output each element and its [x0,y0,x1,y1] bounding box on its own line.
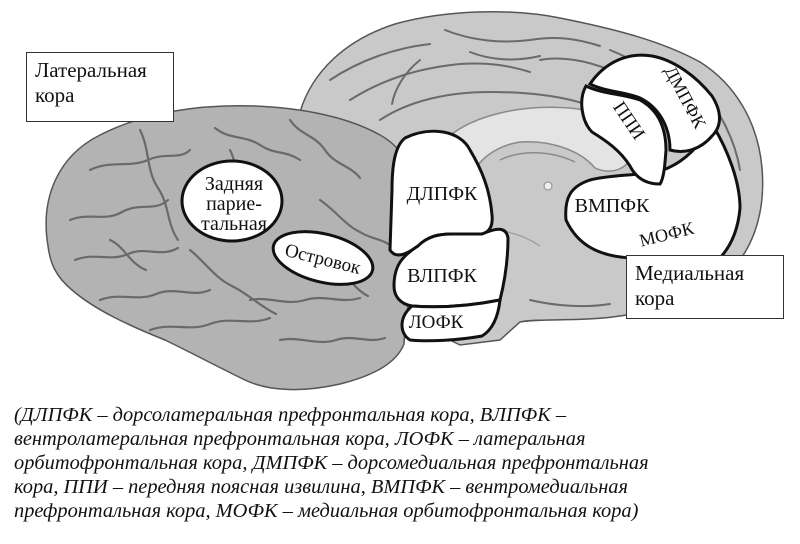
vlpfc-label: ВЛПФК [407,265,477,287]
anterior-commissure [543,181,553,191]
lofc-region [400,298,502,343]
dlpfc-label: ДЛПФК [407,183,478,205]
vmpfc-label: ВМПФК [575,195,650,217]
figure-caption: (ДЛПФК – дорсолатеральная префронтальная… [14,403,794,523]
medial-cortex-label: Медиальная кора [626,255,784,319]
lateral-cortex-line-2: кора [35,83,75,107]
caption-line-4: кора, ППИ – передняя поясная извилина, В… [14,476,628,498]
dmpfc-region [587,53,721,153]
caption-line-5: префронтальная кора, МОФК – медиальная о… [14,500,639,522]
posterior-parietal-label-2: парие- [206,193,262,215]
insula-region [271,230,375,286]
fornix-line [499,152,576,163]
acc-region [580,84,668,186]
caption-line-2: вентролатеральная префронтальная кора, Л… [14,428,586,450]
lofc-label: ЛОФК [409,312,464,333]
medial-cortex-line-1: Медиальная [635,261,745,285]
lateral-cortex-label: Латеральная кора [26,52,174,122]
posterior-parietal-label-1: Задняя [205,173,263,195]
brain-diagram: Задняя парие- тальная Островок ДЛПФК ВЛП… [45,11,764,391]
posterior-parietal-region [180,159,284,243]
medial-cortex-line-2: кора [635,286,675,310]
caption-line-3: орбитофронтальная кора, ДМПФК – дорсомед… [14,452,649,474]
posterior-parietal-label-3: тальная [201,213,267,235]
lateral-cortex-line-1: Латеральная [35,58,147,82]
lateral-pfc-regions [388,129,510,343]
caption-line-1: (ДЛПФК – дорсолатеральная префронтальная… [14,404,567,426]
